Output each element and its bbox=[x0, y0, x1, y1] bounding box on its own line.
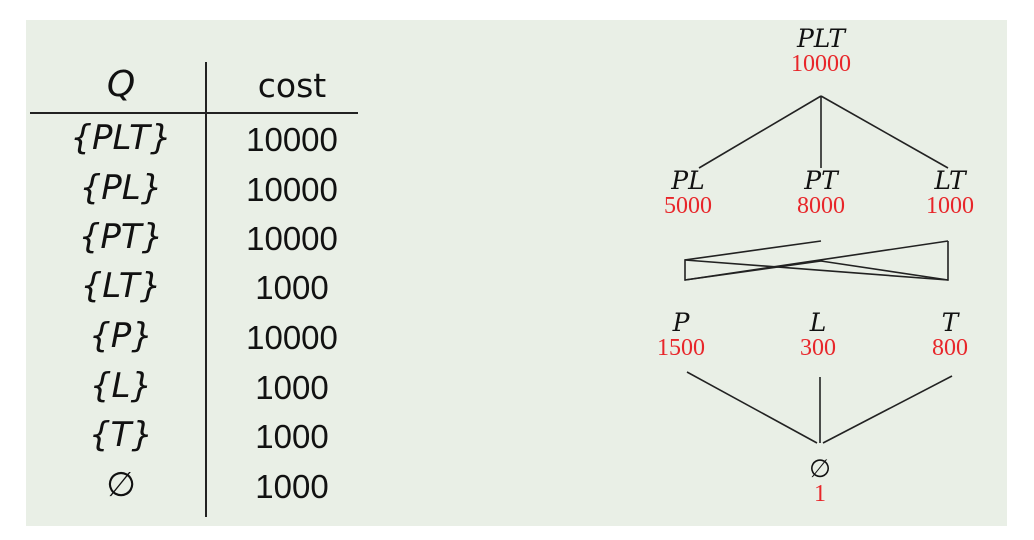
table-row-cost: 10000 bbox=[246, 220, 338, 257]
table-row-cost: 1000 bbox=[255, 468, 329, 505]
node-cost: 800 bbox=[932, 335, 968, 361]
table-row-q: {PT} bbox=[78, 217, 164, 257]
slide: Q cost {PLT} 10000 {PL} 10000 {PT} 10000… bbox=[26, 20, 1007, 526]
node-label: P bbox=[672, 308, 690, 337]
table-row-q: {P} bbox=[89, 316, 153, 356]
node-label: LT bbox=[934, 166, 966, 195]
node-cost: 5000 bbox=[664, 193, 712, 219]
table-row-cost: 10000 bbox=[246, 319, 338, 356]
node-cost: 8000 bbox=[797, 193, 845, 219]
table-row-cost: 1000 bbox=[255, 418, 329, 455]
node-p: P 1500 bbox=[621, 308, 741, 361]
column-header-cost: cost bbox=[257, 66, 327, 105]
table-row-q: {T} bbox=[88, 415, 154, 455]
table-row-q: {PLT} bbox=[70, 118, 172, 158]
node-label: ∅ bbox=[809, 454, 831, 483]
node-cost: 10000 bbox=[791, 51, 851, 77]
table-row-cost: 10000 bbox=[246, 121, 338, 158]
node-cost: 1 bbox=[814, 481, 826, 507]
table-row-q: {PL} bbox=[79, 168, 163, 208]
table-row-q: {LT} bbox=[80, 266, 162, 306]
table-header-rule bbox=[30, 112, 358, 114]
table-row-cost: 1000 bbox=[255, 269, 329, 306]
column-header-q: Q bbox=[106, 64, 136, 105]
edge-plt-pl bbox=[698, 95, 822, 169]
edge-cross-b bbox=[684, 240, 949, 281]
node-cost: 300 bbox=[800, 335, 836, 361]
table-row-cost: 10000 bbox=[246, 171, 338, 208]
node-plt: PLT 10000 bbox=[761, 24, 881, 77]
node-empty: ∅ 1 bbox=[760, 454, 880, 507]
node-pl: PL 5000 bbox=[628, 166, 748, 219]
edge-p-empty bbox=[686, 371, 818, 444]
node-label: T bbox=[941, 308, 959, 337]
node-lt: LT 1000 bbox=[890, 166, 1010, 219]
node-label: PL bbox=[671, 166, 705, 195]
node-cost: 1000 bbox=[926, 193, 974, 219]
lattice-edges bbox=[684, 95, 953, 444]
node-l: L 300 bbox=[758, 308, 878, 361]
table-vertical-rule bbox=[205, 62, 207, 517]
edge-t-empty bbox=[822, 375, 953, 444]
node-label: PT bbox=[804, 166, 838, 195]
node-pt: PT 8000 bbox=[761, 166, 881, 219]
table-row-q: ∅ bbox=[106, 465, 136, 505]
edge-cross-a bbox=[684, 259, 949, 281]
table-row-q: {L} bbox=[89, 366, 153, 406]
node-cost: 1500 bbox=[657, 335, 705, 361]
node-label: PLT bbox=[796, 24, 846, 53]
node-label: L bbox=[809, 308, 827, 337]
edge-plt-lt bbox=[820, 95, 949, 169]
node-t: T 800 bbox=[890, 308, 1010, 361]
table-row-cost: 1000 bbox=[255, 369, 329, 406]
